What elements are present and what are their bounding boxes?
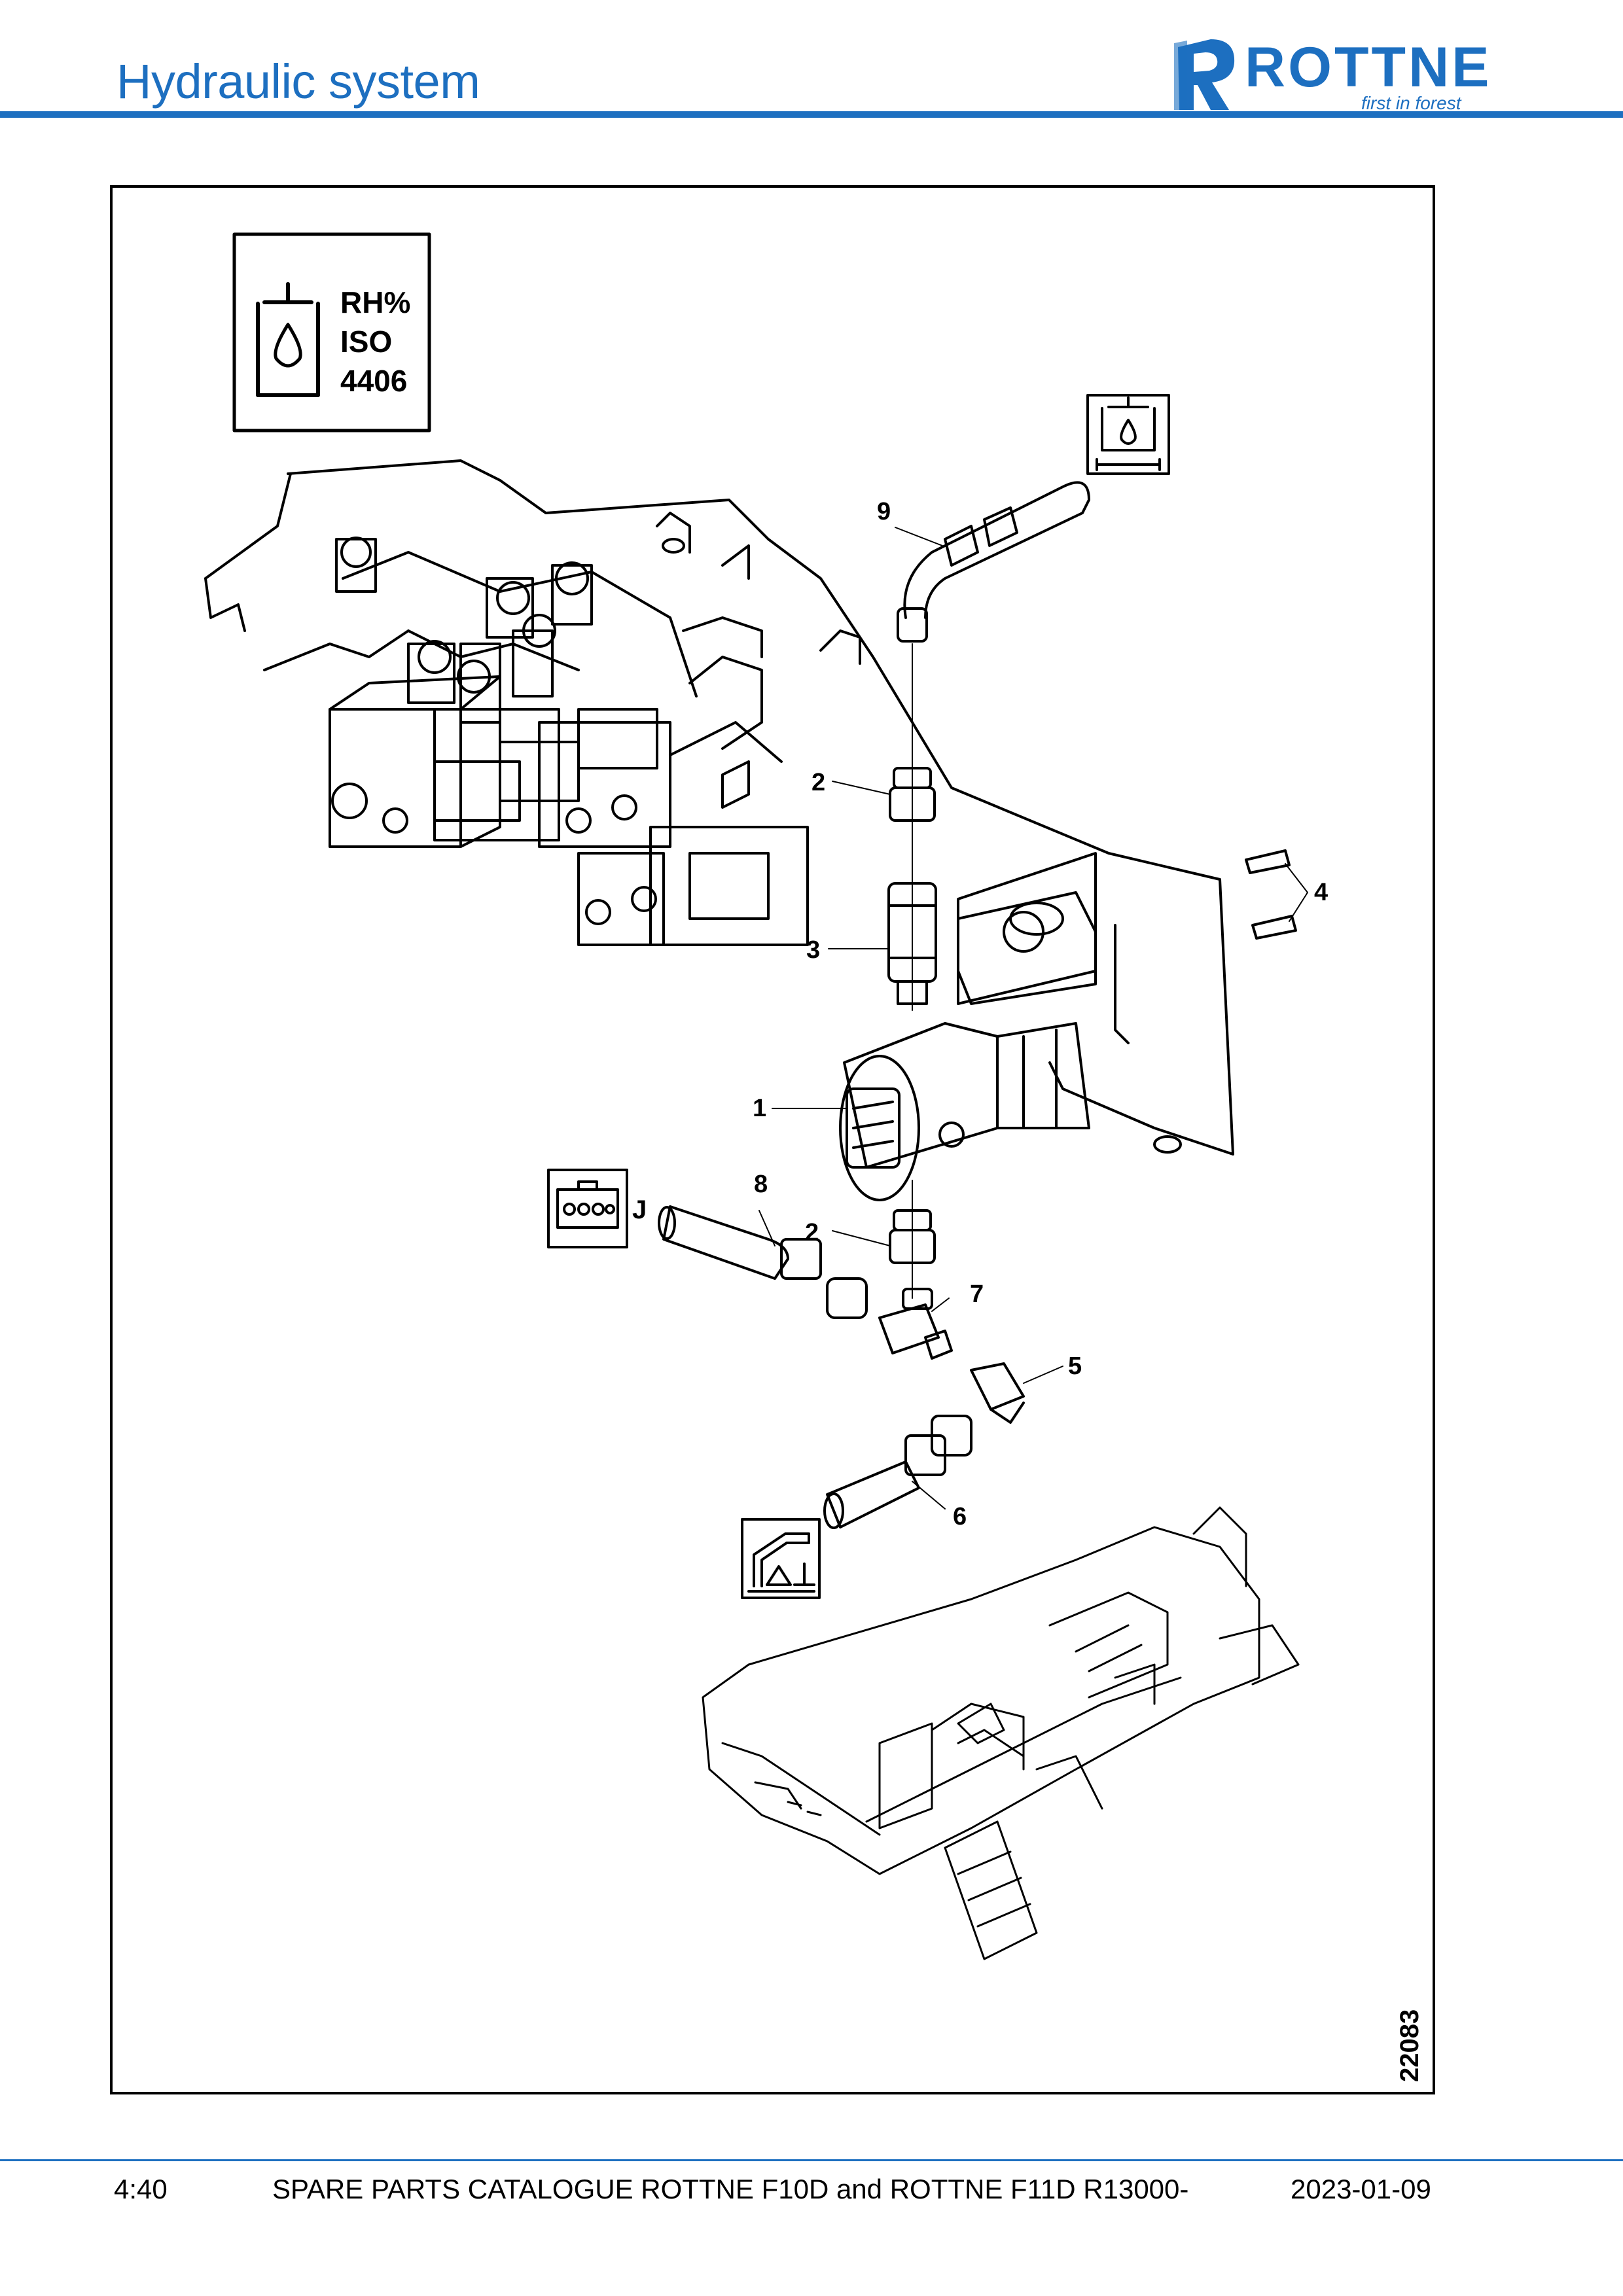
connector-letter: J — [632, 1195, 647, 1224]
page-number: 4:40 — [114, 2174, 168, 2204]
machine-location-symbol-icon — [741, 1518, 821, 1599]
symbol-line-1: RH% — [340, 285, 410, 319]
callout-1: 1 — [753, 1095, 766, 1122]
rottne-logo-mark-icon — [1174, 39, 1235, 110]
logo-tagline: first in forest — [1361, 93, 1461, 113]
callout-6: 7 — [970, 1280, 984, 1308]
figure-frame: RH% ISO 4406 J — [110, 185, 1435, 2094]
hose-part-8 — [658, 1205, 868, 1319]
adapter-part-2-upper — [889, 767, 936, 822]
figure-number: 22083 — [1395, 2009, 1424, 2082]
header-rule — [0, 111, 1623, 118]
footer-rule — [0, 2159, 1623, 2161]
callout-3: 3 — [806, 936, 820, 964]
page-title: Hydraulic system — [116, 54, 480, 109]
tee-fitting-part-6 — [878, 1288, 953, 1360]
callout-2-upper: 2 — [812, 769, 825, 796]
elbow-fitting-part-5 — [970, 1362, 1025, 1424]
rottne-logo: ROTTNE first in forest — [1171, 34, 1512, 114]
symbol-line-2: ISO — [340, 325, 392, 359]
callout-7: 6 — [953, 1503, 967, 1530]
oil-cleanliness-symbol-icon — [232, 232, 431, 433]
hose-part-7 — [823, 1415, 972, 1529]
callout-leaders — [758, 527, 1308, 1510]
electrical-connector-symbol-icon — [547, 1169, 628, 1248]
symbol-line-3: 4406 — [340, 364, 407, 398]
callout-4: 4 — [1314, 879, 1328, 906]
callout-9: 9 — [877, 498, 891, 525]
callout-2-lower: 2 — [805, 1219, 819, 1246]
catalogue-title: SPARE PARTS CATALOGUE ROTTNE F10D and RO… — [272, 2174, 1189, 2204]
filter-housing — [839, 1022, 1090, 1201]
pipe-clamp — [957, 891, 1097, 1005]
callout-8: 8 — [754, 1171, 768, 1198]
tank-symbol-icon — [1086, 394, 1170, 475]
callout-5: 5 — [1068, 1352, 1082, 1380]
logo-name: ROTTNE — [1245, 36, 1492, 99]
bolts-part-4 — [1245, 849, 1297, 940]
adapter-part-3 — [887, 882, 937, 1005]
exploded-parts-diagram: RH% ISO 4406 J — [204, 232, 1328, 1960]
machine-overview-drawing — [702, 1506, 1300, 1960]
hose-part-9 — [897, 481, 1090, 643]
catalogue-date: 2023-01-09 — [1291, 2174, 1431, 2204]
